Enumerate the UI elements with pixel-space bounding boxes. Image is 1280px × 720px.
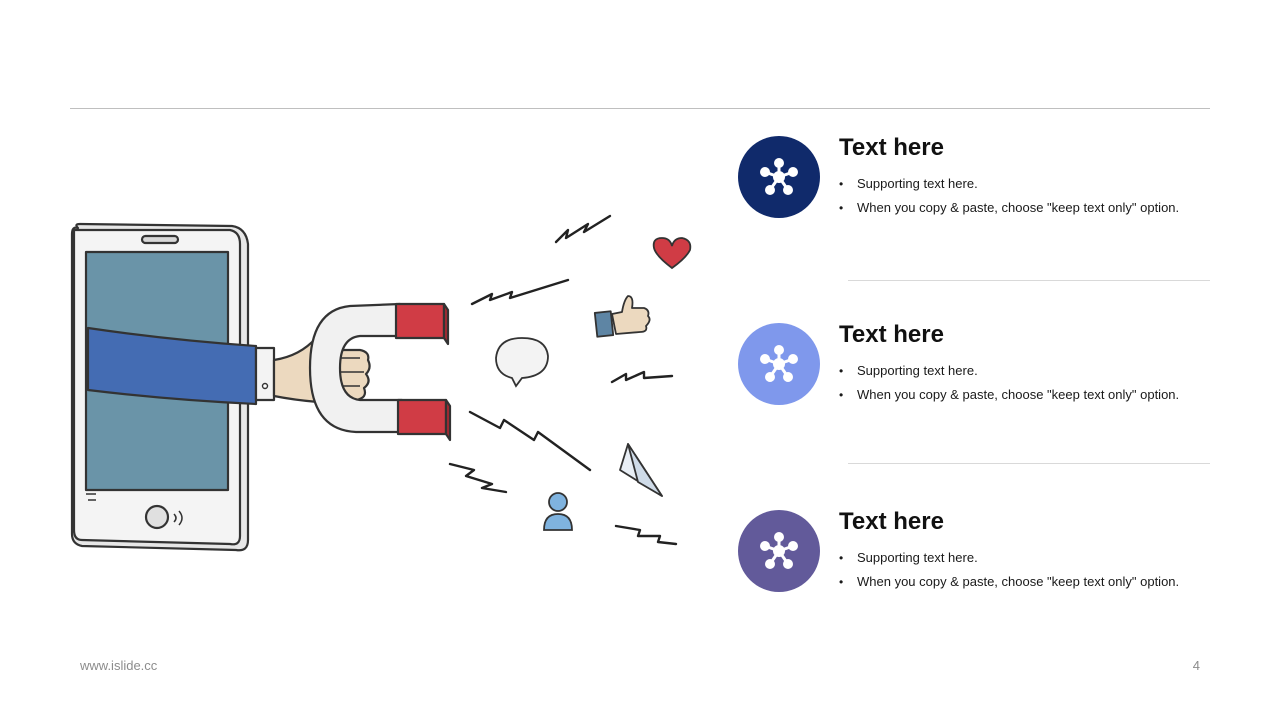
bullet-text: Supporting text here. [839,359,1179,383]
speech-bubble-icon [495,337,549,388]
feature-bullets: Supporting text here. When you copy & pa… [839,172,1179,220]
feature-title: Text here [839,508,944,535]
header-divider [70,108,1210,109]
feature-bullets: Supporting text here. When you copy & pa… [839,359,1179,407]
network-nodes-icon [760,345,798,382]
network-nodes-icon [760,532,798,569]
bullet-text: When you copy & paste, choose "keep text… [839,383,1179,407]
bullet-text: Supporting text here. [839,172,1179,196]
thumbs-up-icon [593,295,651,338]
bullet-text: Supporting text here. [839,546,1179,570]
feature-item-1: Text here Supporting text here. When you… [738,134,1218,274]
item-divider [848,280,1210,281]
heart-icon [652,237,692,270]
feature-title: Text here [839,134,944,161]
user-icon [543,492,573,531]
item-divider [848,463,1210,464]
paper-plane-icon [619,443,663,497]
footer-url[interactable]: www.islide.cc [80,658,158,673]
phone-icon [70,222,250,552]
bullet-text: When you copy & paste, choose "keep text… [839,570,1179,594]
magnet-illustration [70,214,692,552]
feature-item-2: Text here Supporting text here. When you… [738,321,1218,461]
feature-item-3: Text here Supporting text here. When you… [738,508,1218,648]
magnet-icon [308,302,452,442]
feature-icon-circle [738,323,820,405]
feature-icon-circle [738,136,820,218]
feature-icon-circle [738,510,820,592]
page-number: 4 [1192,658,1200,673]
feature-title: Text here [839,321,944,348]
bullet-text: When you copy & paste, choose "keep text… [839,196,1179,220]
feature-bullets: Supporting text here. When you copy & pa… [839,546,1179,594]
network-nodes-icon [760,158,798,195]
motion-lines [448,214,678,546]
